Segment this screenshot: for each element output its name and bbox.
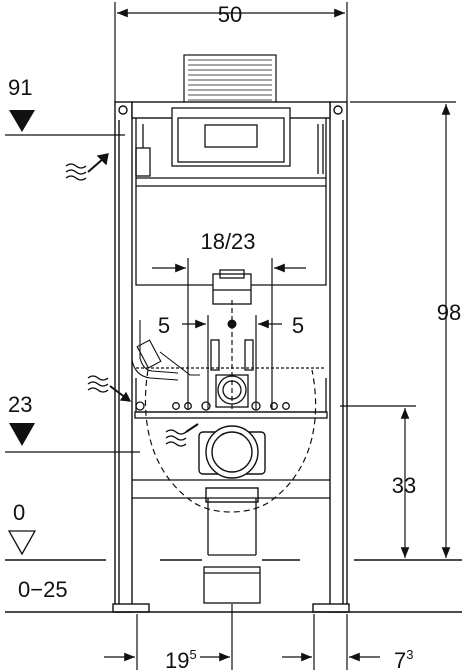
water-inlet-wave-icon (65, 153, 109, 181)
frame-lower-crossbars (132, 479, 330, 556)
level-91-label: 91 (8, 75, 32, 100)
floor-lines (5, 559, 462, 613)
actuator-plate (183, 54, 277, 108)
centre-mark-icon (227, 319, 237, 329)
height-33-label: 33 (392, 473, 416, 498)
bottom-dimensions (104, 604, 380, 670)
water-supply-hose (131, 320, 200, 381)
floor-range-label: 0−25 (18, 577, 68, 602)
spacing-18-23-dimension (152, 258, 306, 410)
offset-left-label: 5 (158, 313, 170, 338)
level-91-marker-icon (9, 110, 35, 132)
offset-right-label: 5 (292, 313, 304, 338)
drain-pipe (203, 566, 261, 604)
wc-connector (198, 425, 266, 503)
spacing-18-23-label: 18/23 (200, 229, 255, 254)
bottom-left-dimension-label: 195 (165, 647, 197, 672)
centre-offset-dimension (182, 300, 282, 410)
level-0-marker-icon (7, 530, 37, 556)
level-23-marker-icon (9, 423, 35, 446)
flush-wave-icon (165, 423, 199, 447)
drain-wave-icon (87, 375, 132, 402)
level-23-label: 23 (8, 392, 32, 417)
top-width-dimension (114, 2, 348, 102)
height-98-label: 98 (437, 300, 461, 325)
level-0-label: 0 (13, 500, 25, 525)
top-width-label: 50 (218, 2, 242, 27)
cistern (135, 107, 327, 305)
level-lines (5, 101, 456, 453)
bottom-right-dimension-label: 73 (394, 647, 413, 672)
